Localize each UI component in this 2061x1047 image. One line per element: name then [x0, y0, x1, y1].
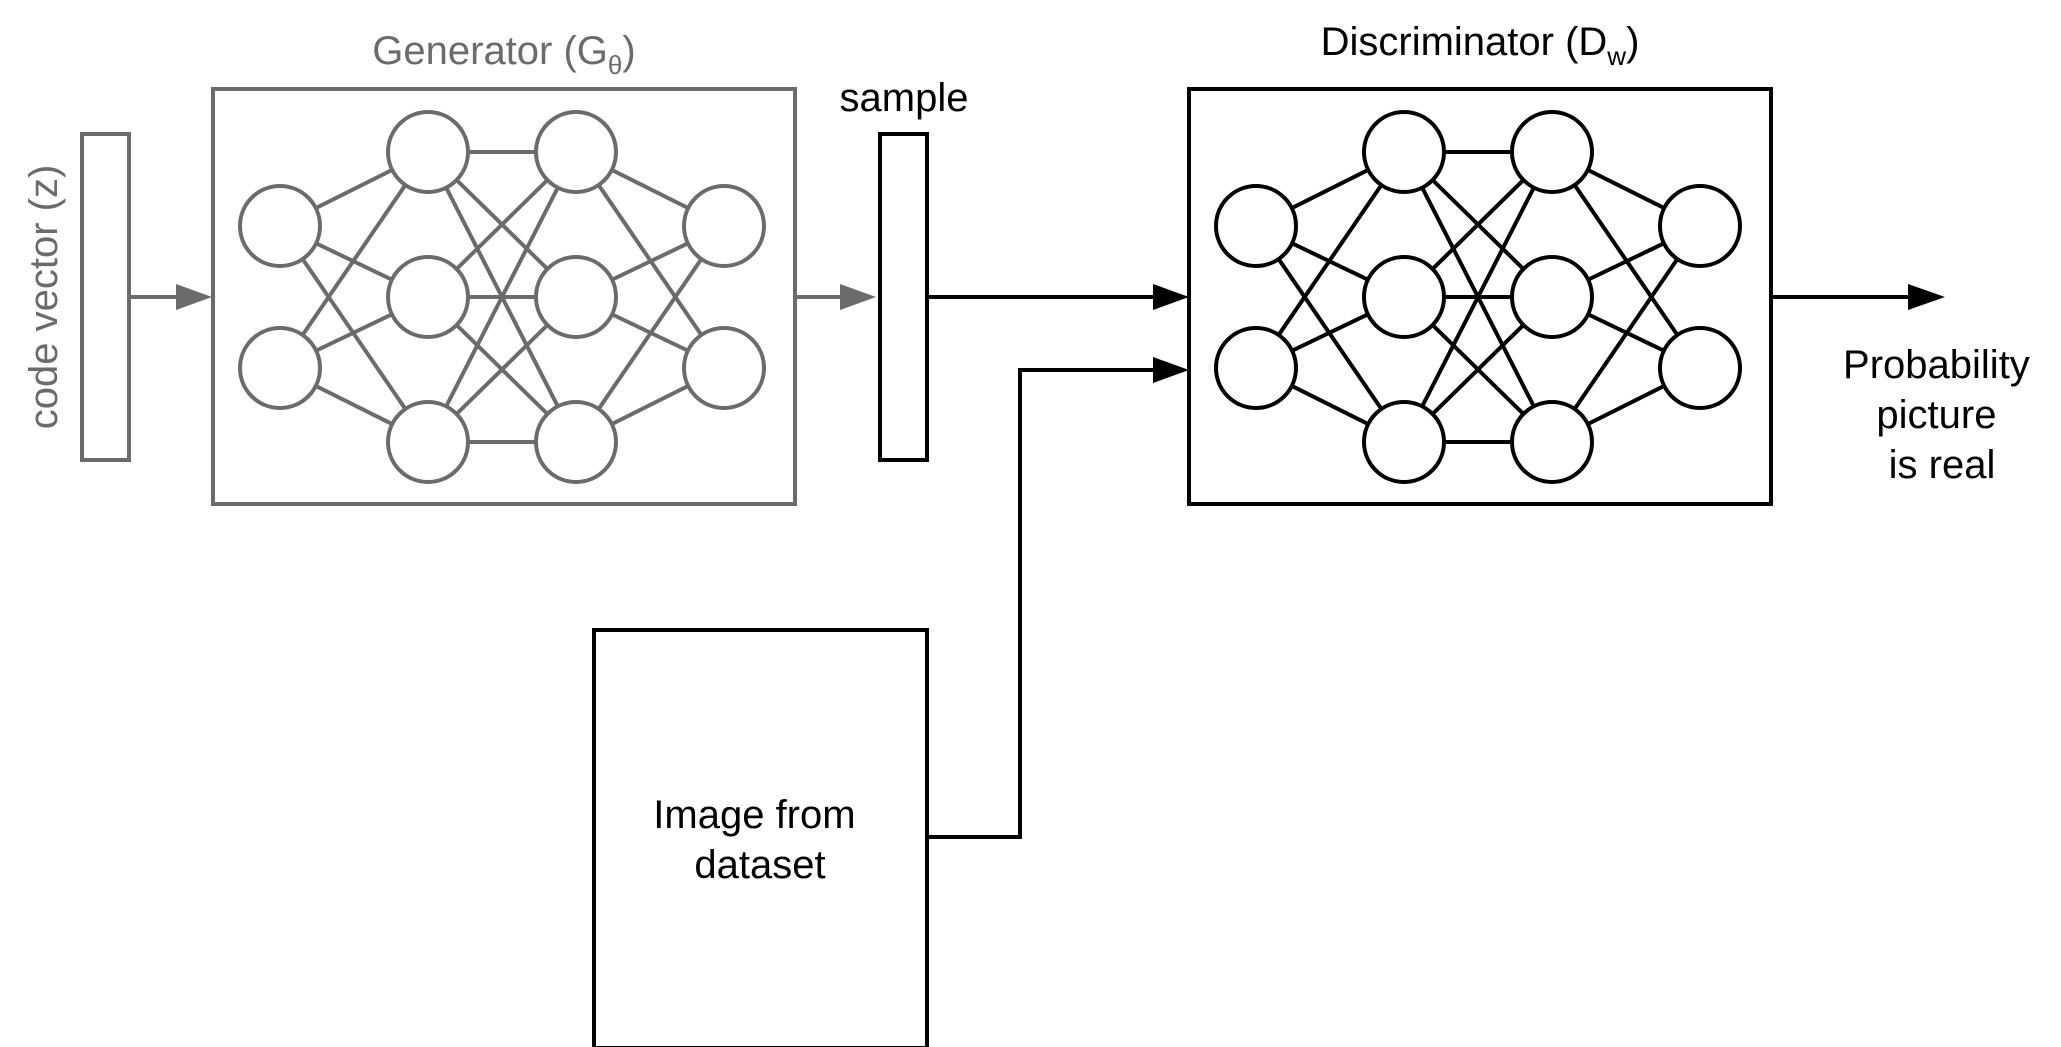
network-edge: [1254, 150, 1406, 370]
network-edge: [426, 151, 578, 443]
code-vector-group: code vector (z): [22, 132, 131, 462]
discriminator-network: [1214, 110, 1742, 484]
sample-box: [878, 132, 929, 462]
network-node: [1362, 255, 1446, 339]
arrow-dataset-to-discriminator: [927, 357, 1189, 839]
generator-network: [238, 110, 766, 484]
code-vector-label: code vector (z): [22, 165, 66, 430]
network-node: [534, 110, 618, 194]
network-node: [682, 184, 766, 268]
network-edge: [278, 150, 430, 370]
sample-label: sample: [840, 76, 969, 120]
dataset-label: Image from dataset: [653, 793, 866, 887]
network-node: [1510, 110, 1594, 194]
network-node: [534, 400, 618, 484]
code-vector-box: [80, 132, 131, 462]
network-node: [1658, 326, 1742, 410]
network-edge: [574, 224, 726, 444]
network-node: [1510, 400, 1594, 484]
network-node: [238, 326, 322, 410]
arrow-z-to-generator: [129, 284, 212, 310]
generator-title: Generator (Gθ): [372, 29, 635, 80]
arrow-discriminator-to-output: [1771, 284, 1945, 310]
dataset-box: [592, 628, 929, 1047]
network-node: [1362, 400, 1446, 484]
network-node: [238, 184, 322, 268]
network-node: [1658, 184, 1742, 268]
network-node: [534, 255, 618, 339]
network-node: [682, 326, 766, 410]
network-node: [1362, 110, 1446, 194]
output-label: Probability picture is real: [1843, 343, 2041, 487]
network-node: [386, 400, 470, 484]
network-edge: [1402, 151, 1554, 443]
arrow-sample-to-discriminator: [927, 284, 1189, 310]
arrow-generator-to-sample: [795, 284, 876, 310]
output-label-group: Probability picture is real: [1843, 343, 2041, 487]
discriminator-group: Discriminator (Dw): [1187, 20, 1773, 506]
network-edge: [1550, 224, 1702, 444]
network-node: [1214, 326, 1298, 410]
network-node: [1510, 255, 1594, 339]
network-node: [1214, 184, 1298, 268]
discriminator-title: Discriminator (Dw): [1321, 20, 1640, 71]
network-node: [386, 110, 470, 194]
generator-group: Generator (Gθ): [211, 29, 797, 506]
sample-group: sample: [840, 76, 969, 462]
network-node: [386, 255, 470, 339]
dataset-group: Image from dataset: [592, 628, 929, 1047]
